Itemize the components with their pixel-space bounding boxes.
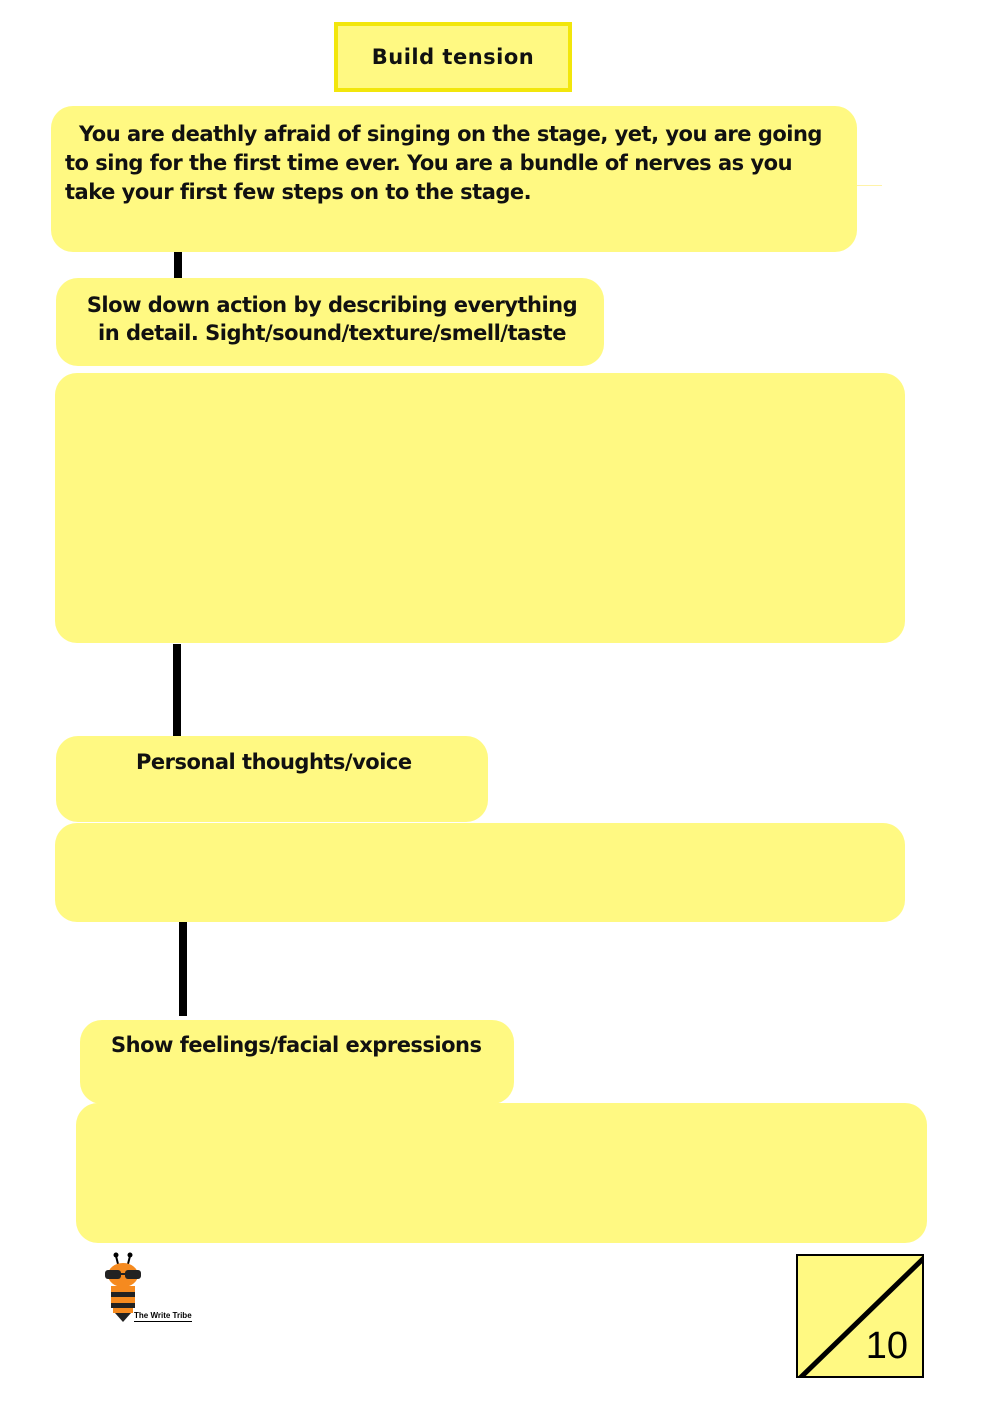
connector-line-3 <box>179 922 187 1016</box>
section-label-feelings: Show feelings/facial expressions <box>111 1033 482 1057</box>
writing-area-thoughts[interactable] <box>55 823 905 922</box>
bee-icon <box>105 1252 141 1322</box>
logo-text: The Write Tribe <box>134 1311 192 1322</box>
score-max: 10 <box>865 1325 908 1367</box>
connector-line-1 <box>174 252 182 278</box>
writing-area-feelings[interactable] <box>76 1103 927 1243</box>
score-box: 10 <box>796 1254 924 1378</box>
score-divider <box>798 1256 922 1376</box>
title-box: Build tension <box>334 22 572 92</box>
section-label-box-thoughts: Personal thoughts/voice <box>56 736 488 822</box>
page-title: Build tension <box>371 45 535 69</box>
divider-line <box>857 185 882 186</box>
writing-area-detail[interactable] <box>55 373 905 643</box>
scenario-box: You are deathly afraid of singing on the… <box>51 106 857 252</box>
connector-line-2 <box>173 644 181 736</box>
section-label-box-detail: Slow down action by describing everythin… <box>56 278 604 366</box>
section-label-detail: Slow down action by describing everythin… <box>86 293 578 345</box>
scenario-text: You are deathly afraid of singing on the… <box>65 122 822 204</box>
section-label-box-feelings: Show feelings/facial expressions <box>80 1020 514 1104</box>
section-label-thoughts: Personal thoughts/voice <box>136 750 412 774</box>
